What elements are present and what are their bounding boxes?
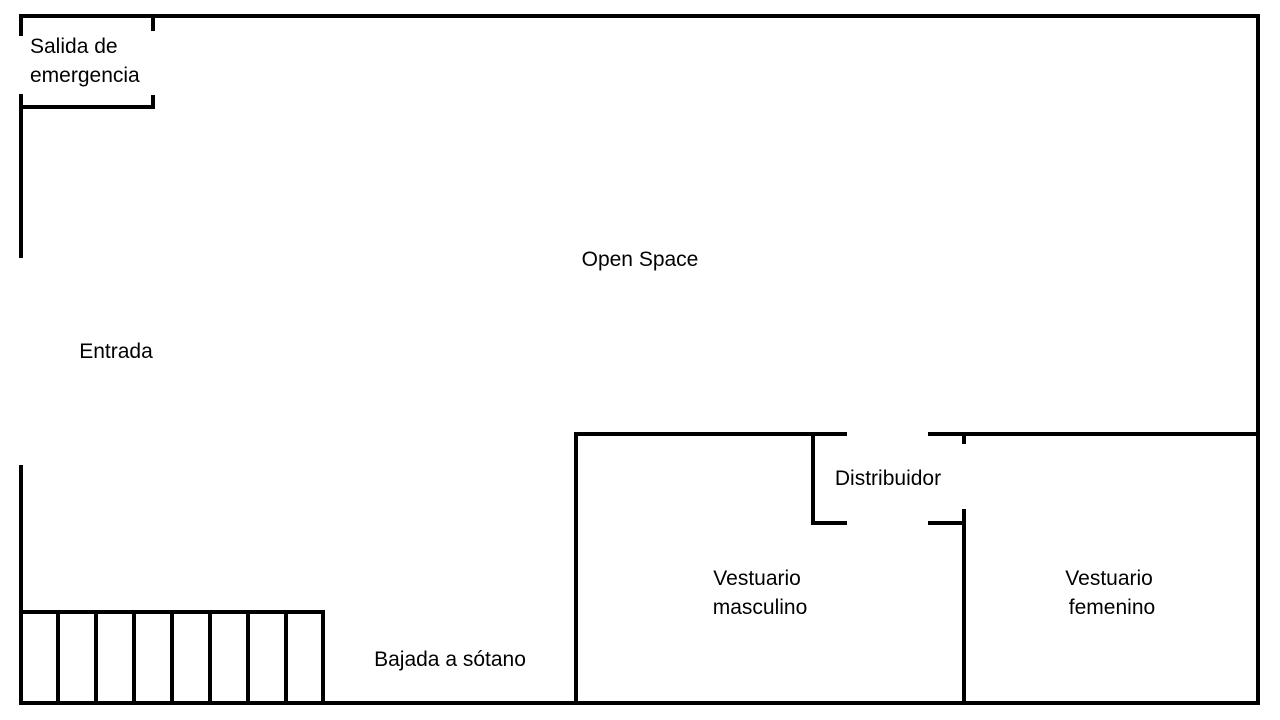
entrance-label: Entrada (79, 340, 153, 363)
mens-locker-label: Vestuario masculino (713, 567, 808, 619)
basement-stairs-label: Bajada a sótano (374, 648, 526, 671)
distributor-label: Distribuidor (835, 467, 941, 490)
mens-locker-label-line: masculino (713, 596, 808, 619)
emergency-exit-label-line: emergencia (30, 64, 140, 87)
womens-locker-label-line: femenino (1069, 596, 1155, 619)
womens-locker-label-line: Vestuario (1065, 567, 1153, 590)
mens-locker-label-line: Vestuario (713, 567, 801, 590)
emergency-exit-label-line: Salida de (30, 35, 118, 58)
open-space-label: Open Space (582, 248, 699, 271)
womens-locker-label: Vestuario femenino (1065, 567, 1158, 619)
room-labels: Salida de emergencia Open Space Entrada … (30, 35, 1158, 671)
emergency-exit-label: Salida de emergencia (30, 35, 140, 87)
walls (19, 14, 1260, 705)
